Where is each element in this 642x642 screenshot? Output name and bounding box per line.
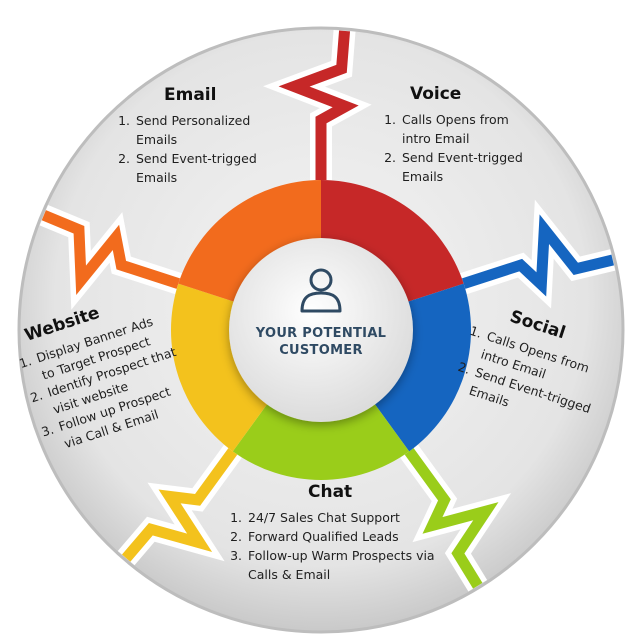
panel-voice-title: Voice <box>410 84 462 104</box>
divider-chat-website <box>41 210 181 296</box>
center-label-line1: YOUR POTENTIAL <box>255 326 387 341</box>
list-item: Forward Qualified Leads <box>246 527 444 546</box>
segment-chat <box>171 283 270 452</box>
segment-email <box>321 180 464 303</box>
user-icon <box>300 268 342 313</box>
panel-email: Email Send Personalized Emails Send Even… <box>112 85 292 187</box>
center-label-line2: CUSTOMER <box>279 343 363 358</box>
list-item: Send Event-trigged Emails <box>400 148 528 186</box>
list-item: Calls Opens from intro Email <box>400 110 528 148</box>
segment-social <box>232 401 410 480</box>
panel-chat: Chat 24/7 Sales Chat Support Forward Qua… <box>224 482 444 584</box>
divider-voice-social <box>404 448 499 589</box>
list-item: Follow-up Warm Prospects via Calls & Ema… <box>246 546 444 584</box>
divider-website-email <box>278 30 359 180</box>
divider-social-chat <box>121 448 238 562</box>
list-item: 24/7 Sales Chat Support <box>246 508 444 527</box>
divider-email-voice <box>461 214 614 297</box>
panel-chat-list: 24/7 Sales Chat Support Forward Qualifie… <box>224 508 444 584</box>
panel-chat-title: Chat <box>308 482 353 502</box>
panel-voice: Voice Calls Opens from intro Email Send … <box>378 84 528 186</box>
segment-website <box>178 180 321 303</box>
list-item: Send Event-trigged Emails <box>134 149 292 187</box>
panel-email-title: Email <box>164 85 217 105</box>
panel-voice-list: Calls Opens from intro Email Send Event-… <box>378 110 528 186</box>
panel-email-list: Send Personalized Emails Send Event-trig… <box>112 111 292 187</box>
list-item: Send Personalized Emails <box>134 111 292 149</box>
segment-voice <box>372 283 471 452</box>
segment-ring <box>171 180 471 480</box>
zigzag-dividers <box>41 30 614 589</box>
center-hub <box>229 238 413 422</box>
center-label: YOUR POTENTIAL CUSTOMER <box>231 325 411 359</box>
